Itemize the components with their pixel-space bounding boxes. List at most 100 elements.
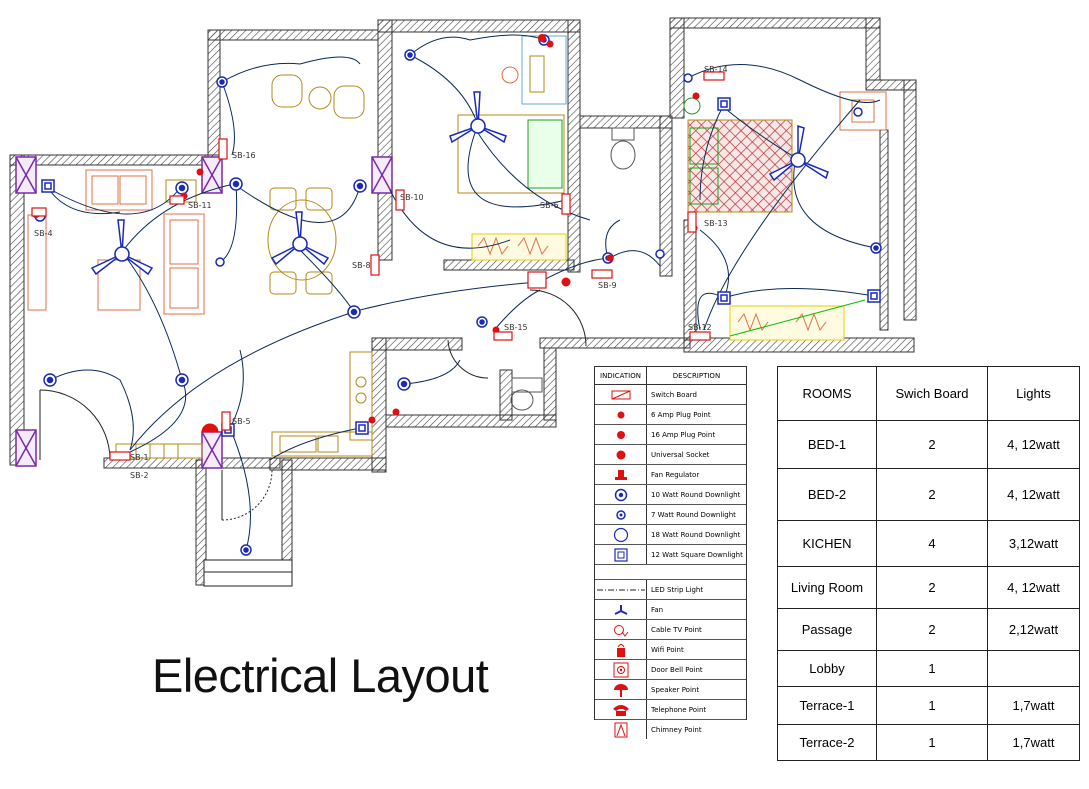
legend-label: 7 Watt Round Downlight [651, 510, 736, 519]
legend-label: Fan [651, 605, 664, 614]
legend-label: 10 Watt Round Downlight [651, 490, 741, 499]
sb-12-label: SB-12 [688, 323, 712, 332]
sb-11-label: SB-11 [188, 201, 212, 210]
table-row: Terrace-1 1 1,7watt [777, 686, 1080, 725]
room-switch-count: 1 [876, 724, 988, 761]
windows [15, 156, 393, 469]
plug-16amp-icon [616, 430, 625, 439]
legend-label: Speaker Point [651, 685, 700, 694]
chimney-icon [614, 722, 627, 737]
drawing-title: Electrical Layout [152, 649, 489, 702]
room-name: BED-2 [777, 468, 877, 521]
legend-label: Door Bell Point [651, 665, 703, 674]
rooms-header-lights: Lights [987, 366, 1080, 421]
table-row: Lobby 1 [777, 650, 1080, 687]
wiring [47, 34, 881, 551]
table-row: Living Room 2 4, 12watt [777, 566, 1080, 609]
legend-row: 7 Watt Round Downlight [595, 505, 746, 525]
table-row: BED-1 2 4, 12watt [777, 420, 1080, 469]
legend-row: Telephone Point [595, 700, 746, 720]
legend-label: 18 Watt Round Downlight [651, 530, 741, 539]
legend-row: 16 Amp Plug Point [595, 425, 746, 445]
rooms-header-rooms: ROOMS [777, 366, 877, 421]
sb-10-label: SB-10 [400, 193, 424, 202]
wifi-icon [616, 643, 625, 657]
room-switch-count: 4 [876, 520, 988, 567]
legend-row: 6 Amp Plug Point [595, 405, 746, 425]
downlight-7w-icon [615, 509, 626, 520]
switch-boards [31, 71, 725, 461]
legend-row: Chimney Point [595, 720, 746, 739]
legend-row: Fan Regulator [595, 465, 746, 485]
legend-table: INDICATION DESCRIPTION Switch Board 6 Am… [594, 366, 747, 739]
sb-5-label: SB-5 [232, 417, 251, 426]
downlights [34, 34, 882, 556]
room-name: BED-1 [777, 420, 877, 469]
room-lights: 1,7watt [987, 724, 1080, 761]
telephone-icon [612, 704, 629, 716]
room-lights: 4, 12watt [987, 468, 1080, 521]
room-name: Passage [777, 608, 877, 651]
rooms-header-switch: Swich Board [876, 366, 988, 421]
room-switch-count: 2 [876, 608, 988, 651]
walls [9, 17, 917, 586]
legend-row: Fan [595, 600, 746, 620]
sb-9-label: SB-9 [598, 281, 617, 290]
room-lights [987, 650, 1080, 687]
universal-socket-icon [616, 450, 625, 459]
legend-row: 12 Watt Square Downlight [595, 545, 746, 565]
room-name: KICHEN [777, 520, 877, 567]
room-switch-count: 1 [876, 650, 988, 687]
legend-label: 12 Watt Square Downlight [651, 550, 743, 559]
sb-6-label: SB-6 [540, 201, 559, 210]
legend-row: Universal Socket [595, 445, 746, 465]
legend-row: Switch Board [595, 385, 746, 405]
speaker-icon [613, 683, 628, 697]
plug-6amp-icon [617, 411, 624, 418]
fan-icon [614, 604, 627, 615]
legend-label: Switch Board [651, 390, 697, 399]
sb-1-label: SB-1 [130, 453, 149, 462]
legend-header-description: DESCRIPTION [672, 371, 721, 380]
legend-row: 10 Watt Round Downlight [595, 485, 746, 505]
legend-row: LED Strip Light [595, 580, 746, 600]
legend-label: Telephone Point [651, 705, 707, 714]
legend-label: Fan Regulator [651, 470, 700, 479]
cable-tv-icon [613, 624, 628, 637]
led-strip-icon [596, 589, 645, 590]
room-name: Terrace-2 [777, 724, 877, 761]
legend-label: 16 Amp Plug Point [651, 430, 716, 439]
legend-row: Wifi Point [595, 640, 746, 660]
table-row: KICHEN 4 3,12watt [777, 520, 1080, 567]
room-name: Terrace-1 [777, 686, 877, 725]
legend-row: Door Bell Point [595, 660, 746, 680]
downlight-10w-icon [614, 488, 627, 501]
room-lights: 2,12watt [987, 608, 1080, 651]
legend-header-indication: INDICATION [595, 367, 647, 384]
legend-row: Speaker Point [595, 680, 746, 700]
room-lights: 1,7watt [987, 686, 1080, 725]
table-row: Passage 2 2,12watt [777, 608, 1080, 651]
legend-header: INDICATION DESCRIPTION [595, 367, 746, 385]
legend-row: Cable TV Point [595, 620, 746, 640]
rooms-table: ROOMS Swich Board Lights BED-1 2 4, 12wa… [777, 366, 1080, 761]
fan-regulator-icon [614, 469, 627, 480]
legend-spacer [595, 565, 746, 580]
downlight-square-12w-icon [613, 547, 628, 562]
room-name: Lobby [777, 650, 877, 687]
room-name: Living Room [777, 566, 877, 609]
sb-2-label: SB-2 [130, 471, 149, 480]
switch-board-icon [611, 390, 630, 399]
legend-row: 18 Watt Round Downlight [595, 525, 746, 545]
room-lights: 3,12watt [987, 520, 1080, 567]
sb-4-label: SB-4 [34, 229, 53, 238]
sb-13-label: SB-13 [704, 219, 728, 228]
door-bell-icon [613, 662, 628, 677]
downlight-18w-icon [613, 527, 628, 542]
legend-label: LED Strip Light [651, 585, 704, 594]
sb-15-label: SB-15 [504, 323, 528, 332]
legend-label: Cable TV Point [651, 625, 702, 634]
ceiling-fans [90, 91, 829, 276]
furniture [27, 35, 887, 459]
